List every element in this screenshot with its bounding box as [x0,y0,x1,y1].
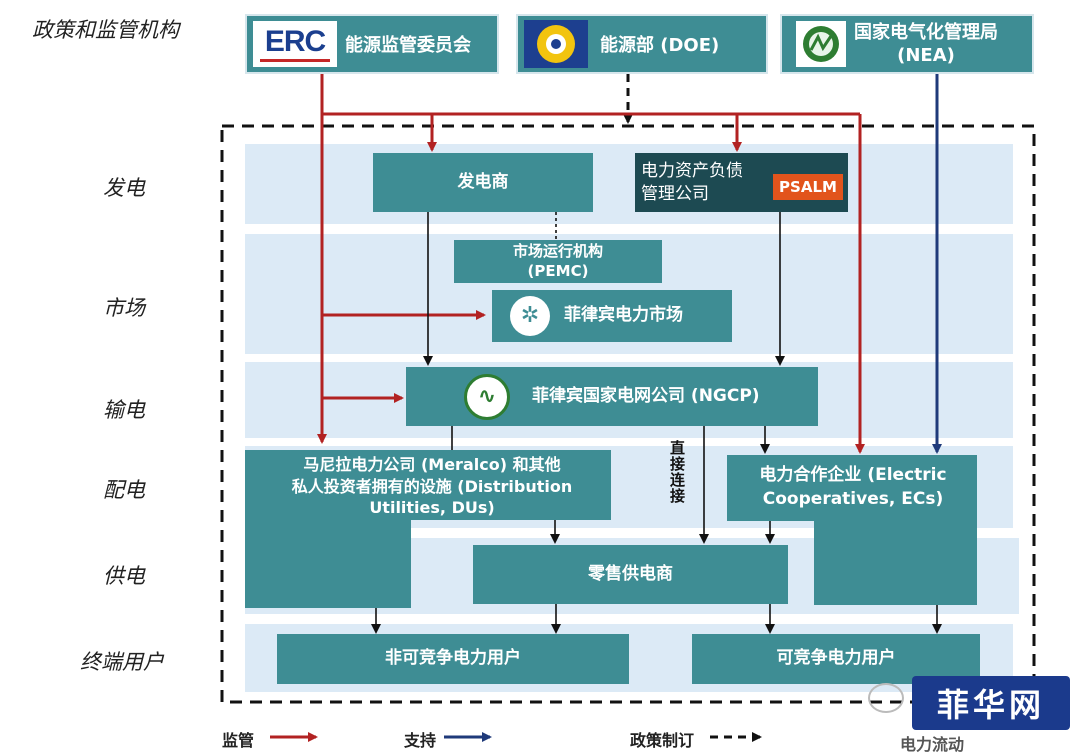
row-label-regulators: 政策和监管机构 [32,18,179,42]
row-label-market: 市场 [103,296,145,320]
legend-support-label: 支持 [404,731,437,750]
erc-logo: ERC [253,21,337,67]
ngcp-logo-icon: ∿ [464,373,510,420]
power-flow-lines [371,210,942,634]
nea-box: 国家电气化管理局 (NEA) [780,14,1034,74]
erc-box: ERC 能源监管委员会 [245,14,499,74]
outer-dashed-frame [220,124,1036,704]
ngcp-label: 菲律宾国家电网公司 (NGCP) [532,385,760,406]
ecs-box [727,455,977,521]
psalm-logo: PSALM [773,174,843,200]
dus-label: 马尼拉电力公司 (Meralco) 和其他 私人投资者拥有的设施 (Distri… [291,455,573,518]
ecs-box-extension [814,519,977,605]
row-label-distribution: 配电 [103,478,145,502]
contestable-box: 可竞争电力用户 [692,634,980,684]
nea-label: 国家电气化管理局 (NEA) [854,21,998,66]
wesm-logo-icon: ✲ [510,296,550,336]
wesm-label: 菲律宾电力市场 [564,305,683,326]
erc-label: 能源监管委员会 [345,35,471,56]
legend-policy-label: 政策制订 [630,731,695,750]
watermark-text: 菲华网 [936,686,1045,724]
dus-box [245,450,611,520]
direct-connection-label: 直接连接 [668,440,686,504]
generators-box: 发电商 [373,153,593,212]
pemc-box: 市场运行机构 (PEMC) [454,240,662,283]
doe-label: 能源部 (DOE) [600,35,720,56]
non-contestable-box: 非可竞争电力用户 [277,634,629,684]
dus-box-extension [245,518,411,608]
legend-supervision-label: 监管 [222,731,255,750]
retail-box: 零售供电商 [473,545,788,604]
doe-logo [524,20,588,68]
watermark-chat-icon [868,683,904,713]
row-label-end-users: 终端用户 [80,650,164,674]
psalm-label: 电力资产负债 管理公司 [641,161,743,204]
legend-power-flow-label: 电力流动 [900,735,965,754]
erc-supervision-lines [317,74,865,454]
erc-logo-text: ERC [264,24,326,58]
wesm-box: ✲ 菲律宾电力市场 [492,290,732,342]
row-label-transmission: 输电 [103,398,145,422]
ecs-label: 电力合作企业 (Electric Cooperatives, ECs) [759,465,947,509]
psalm-box: 电力资产负债 管理公司 PSALM [635,153,848,212]
ngcp-box: ∿ 菲律宾国家电网公司 (NGCP) [406,367,818,426]
nea-globe-icon [803,26,839,62]
nea-logo [796,21,846,67]
row-label-supply: 供电 [103,564,145,588]
watermark-badge: 菲华网 [912,676,1070,730]
erc-logo-underline [260,58,330,62]
doe-sun-icon [537,25,575,63]
doe-box: 能源部 (DOE) [516,14,768,74]
row-label-generation: 发电 [103,176,145,200]
